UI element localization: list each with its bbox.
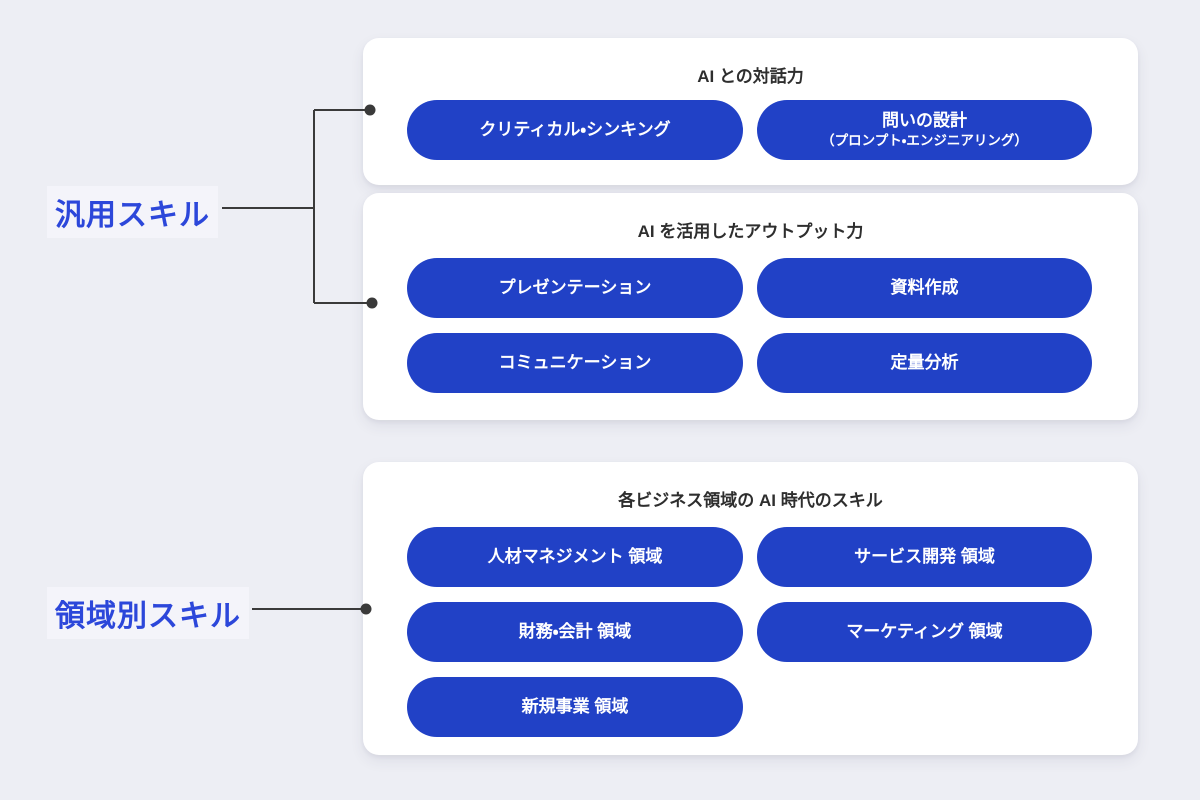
card-title-ai-output: AI を活用したアウトプット力 — [637, 222, 864, 241]
pill-label: クリティカル・シンキング — [479, 120, 671, 140]
pill-document-creation: 資料作成 — [757, 258, 1092, 318]
pill-label: 定量分析 — [890, 353, 959, 373]
pill-label: 人材マネジメント 領域 — [487, 547, 663, 567]
card-ai-dialogue: AI との対話力 クリティカル・シンキング 問いの設計 （プロンプト・エンジニア… — [363, 38, 1138, 185]
pill-label: 資料作成 — [890, 278, 959, 298]
pill-sublabel: （プロンプト・エンジニアリング） — [821, 132, 1028, 148]
pill-service-development: サービス開発 領域 — [757, 527, 1092, 587]
pill-label: 財務・会計 領域 — [518, 622, 632, 642]
label-general-skills: 汎用スキル — [47, 186, 218, 238]
pill-presentation: プレゼンテーション — [407, 258, 743, 318]
card-ai-output: AI を活用したアウトプット力 プレゼンテーション 資料作成 コミュニケーション… — [363, 193, 1138, 420]
pill-critical-thinking: クリティカル・シンキング — [407, 100, 743, 160]
label-domain-skills: 領域別スキル — [47, 587, 249, 639]
pill-label: 問いの設計 — [882, 111, 967, 131]
pill-communication: コミュニケーション — [407, 333, 743, 393]
pill-label: 新規事業 領域 — [521, 697, 629, 717]
pill-finance-accounting: 財務・会計 領域 — [407, 602, 743, 662]
pill-label: サービス開発 領域 — [854, 547, 995, 567]
pill-new-business: 新規事業 領域 — [407, 677, 743, 737]
pill-quantitative-analysis: 定量分析 — [757, 333, 1092, 393]
card-business-domains: 各ビジネス領域の AI 時代のスキル 人材マネジメント 領域 サービス開発 領域… — [363, 462, 1138, 755]
pill-hr-management: 人材マネジメント 領域 — [407, 527, 743, 587]
pill-marketing: マーケティング 領域 — [757, 602, 1092, 662]
pill-label: プレゼンテーション — [498, 278, 652, 298]
card-title-ai-dialogue: AI との対話力 — [697, 67, 804, 86]
card-title-business-domains: 各ビジネス領域の AI 時代のスキル — [618, 491, 883, 510]
pill-label: マーケティング 領域 — [846, 622, 1003, 642]
pill-question-design: 問いの設計 （プロンプト・エンジニアリング） — [757, 100, 1092, 160]
pill-label: コミュニケーション — [498, 353, 652, 373]
